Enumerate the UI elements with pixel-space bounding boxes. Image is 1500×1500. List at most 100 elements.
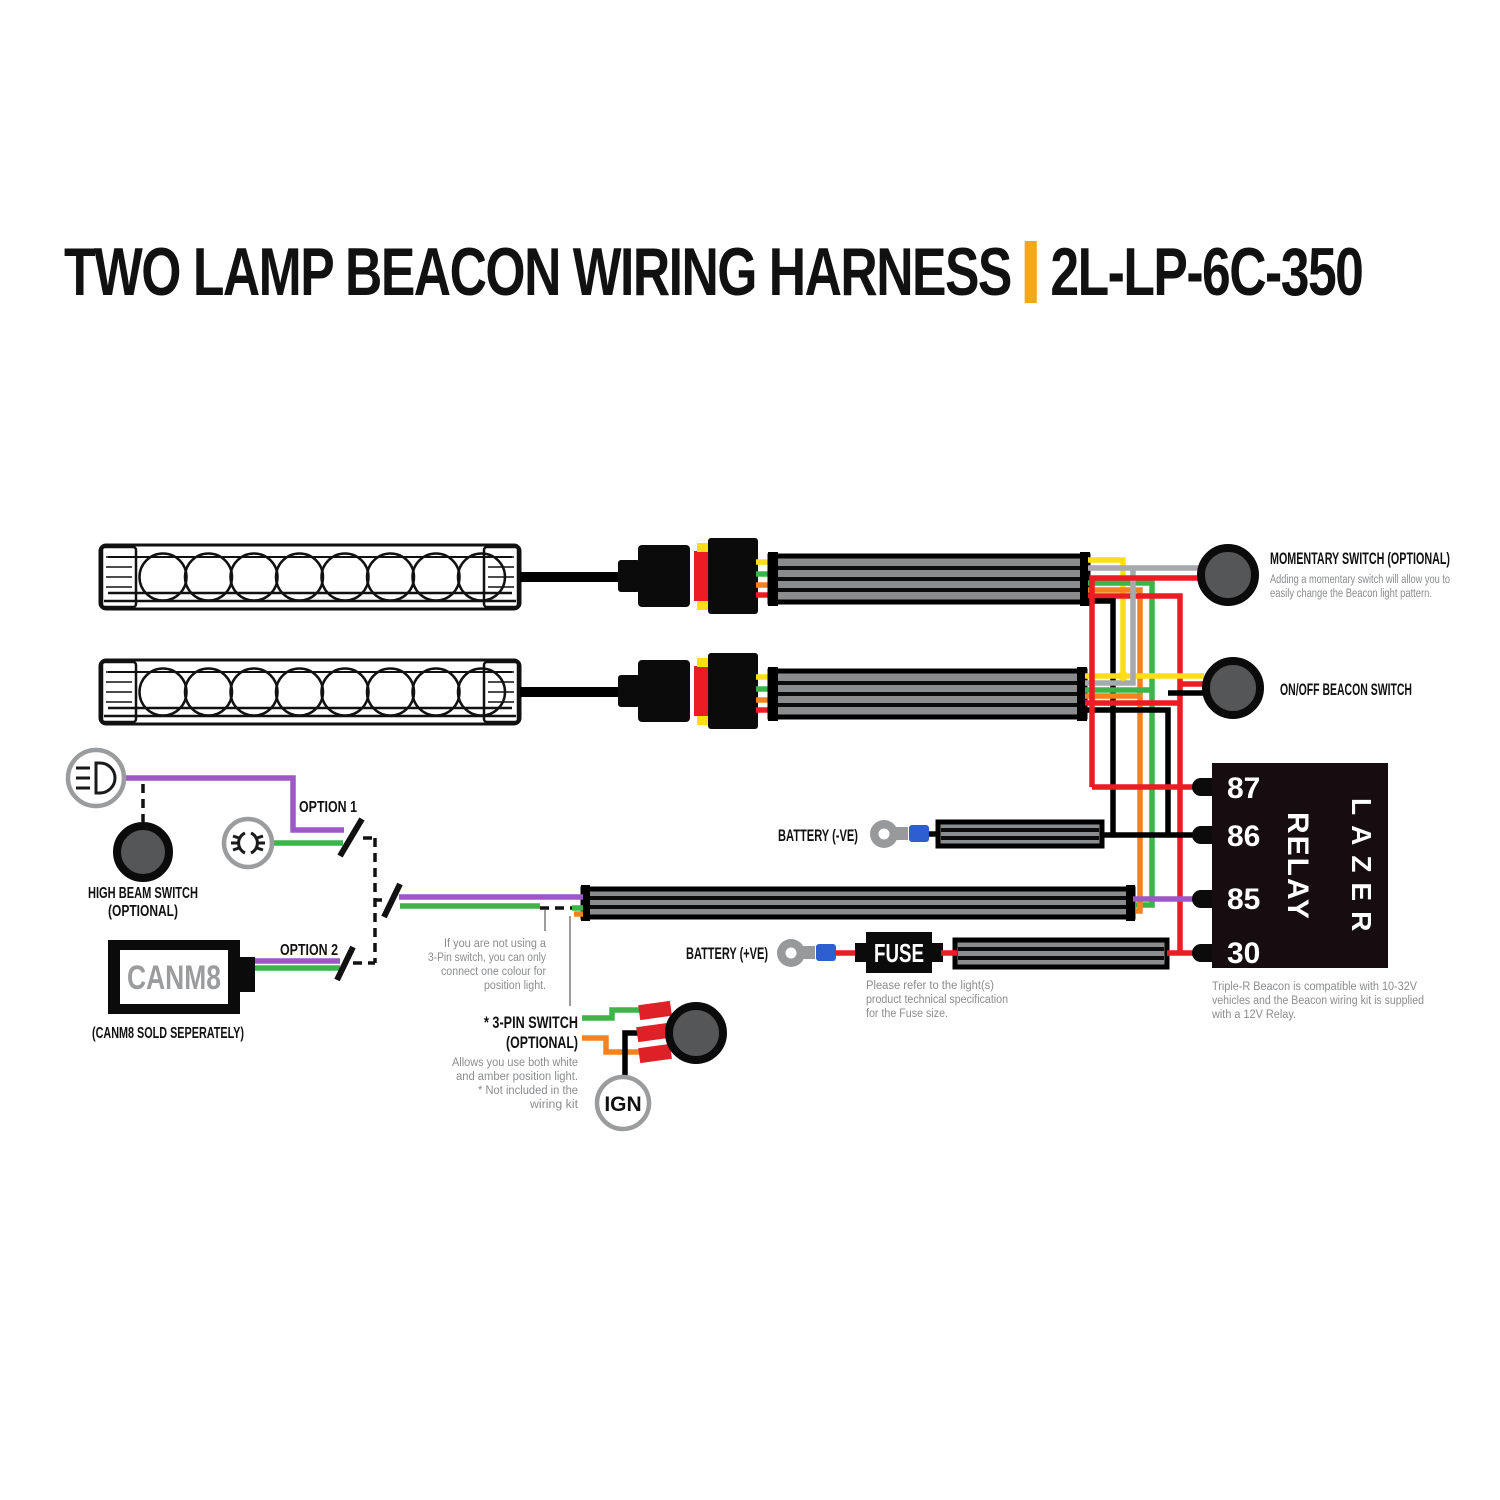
lamp-1-lenses <box>138 552 507 602</box>
canm8-note: (CANM8 SOLD SEPERATELY) <box>92 1025 244 1042</box>
battery-negative-group: BATTERY (-VE) <box>778 820 940 848</box>
terminal-tail <box>896 827 908 840</box>
canm8-label: CANM8 <box>127 959 221 997</box>
battery-positive-label: BATTERY (+VE) <box>686 944 768 963</box>
note-line: product technical specification <box>866 994 1008 1006</box>
note-line: connect one colour for <box>441 966 546 978</box>
yellow-wire-junction <box>1118 671 1128 681</box>
relay-pin-86-label: 86 <box>1227 820 1260 853</box>
note-line: wiring kit <box>529 1099 579 1111</box>
ign-label: IGN <box>604 1093 641 1116</box>
dashed-option-link <box>353 836 382 965</box>
three-pin-switch <box>665 1002 727 1064</box>
onoff-switch-group: ON/OFF BEACON SWITCH <box>1202 657 1412 719</box>
relay-pin-30-label: 30 <box>1227 937 1260 970</box>
braided-cable-battery-negative <box>935 819 1105 849</box>
note-line: Allows you use both white <box>452 1057 578 1069</box>
position-light-wires <box>124 775 583 1006</box>
option2-switch-contact <box>334 945 356 982</box>
page-title: TWO LAMP BEACON WIRING HARNESS 2L-LP-6C-… <box>64 234 1364 310</box>
note-line: Triple-R Beacon is compatible with 10-32… <box>1212 981 1417 993</box>
ignition-circle <box>594 1074 652 1132</box>
option1-switch-contact <box>337 817 365 858</box>
wire-green-lamp1 <box>1088 580 1155 908</box>
title-main: TWO LAMP BEACON WIRING HARNESS <box>64 234 1012 310</box>
canm8-box-inner <box>120 950 228 1004</box>
wire-red-momentary <box>1089 575 1204 787</box>
note-line: and amber position light. <box>456 1071 578 1083</box>
note-line: easily change the Beacon light pattern. <box>1270 588 1432 600</box>
relay-label: RELAY <box>1281 812 1314 921</box>
wire-orange-threepin <box>582 1035 641 1055</box>
battery-positive-group: BATTERY (+VE) FUSE Please refer to the l… <box>686 932 1008 1020</box>
wire-orange-lamp1 <box>1088 587 1143 914</box>
terminal-tail <box>803 946 815 959</box>
wire-yellow-lamp1 <box>1088 557 1126 676</box>
high-beam-label-2: (OPTIONAL) <box>108 903 178 920</box>
braided-cable-lamp2 <box>767 667 1088 721</box>
three-pin-label-1: * 3-PIN SWITCH <box>484 1013 578 1032</box>
title-product-code: 2L-LP-6C-350 <box>1050 234 1364 310</box>
high-beam-label-1: HIGH BEAM SWITCH <box>88 885 198 902</box>
ring-terminal-hole <box>878 828 890 840</box>
battery-negative-label: BATTERY (-VE) <box>778 826 858 845</box>
fuse-tab-right <box>930 943 943 962</box>
onoff-label: ON/OFF BEACON SWITCH <box>1280 680 1412 699</box>
braided-cable-lamp1 <box>767 552 1091 606</box>
crimp-blue-positive <box>816 944 836 961</box>
wire-black-lamp2 <box>1085 707 1171 835</box>
spade-terminal-3 <box>638 1043 672 1064</box>
position-light-icon <box>221 816 275 870</box>
note-line: for the Fuse size. <box>866 1008 948 1020</box>
braided-cable-position-light <box>580 885 1136 921</box>
spade-terminal-1 <box>638 1000 672 1021</box>
relay-box <box>1212 763 1388 968</box>
momentary-switch <box>1197 544 1259 606</box>
option2-label: OPTION 2 <box>280 942 338 959</box>
relay-group: 87 86 85 30 RELAY LAZER Triple-R Beacon … <box>1192 763 1424 1021</box>
wire-black-ign <box>622 1030 641 1077</box>
lazer-brand-logo: LAZER <box>1346 798 1377 941</box>
harness-wires <box>1085 557 1204 956</box>
lamp-2-connector <box>618 653 772 729</box>
wire-purple-highbeam <box>124 775 344 833</box>
note-line: vehicles and the Beacon wiring kit is su… <box>1212 995 1424 1007</box>
high-beam-icon-glyph <box>76 761 117 795</box>
lamp-2-lenses <box>138 667 507 717</box>
note-line: Adding a momentary switch will allow you… <box>1270 574 1450 586</box>
onoff-beacon-switch <box>1202 657 1264 719</box>
fuse-label: FUSE <box>874 938 924 968</box>
high-beam-switch <box>113 822 173 882</box>
high-beam-group: HIGH BEAM SWITCH (OPTIONAL) <box>65 747 198 920</box>
note-line: * Not included in the <box>478 1085 578 1097</box>
relay-pin-87-label: 87 <box>1227 772 1260 805</box>
main-switch-contact <box>381 882 403 919</box>
no-three-pin-note: If you are not using a 3-Pin switch, you… <box>428 938 547 992</box>
momentary-switch-group: MOMENTARY SWITCH (OPTIONAL) Adding a mom… <box>1197 544 1450 606</box>
fuse-box <box>866 932 932 973</box>
three-pin-label-2: (OPTIONAL) <box>506 1033 578 1052</box>
note-line: position light. <box>484 980 546 992</box>
note-line: with a 12V Relay. <box>1211 1009 1296 1021</box>
note-line: 3-Pin switch, you can only <box>428 952 546 964</box>
lamp-2 <box>98 658 622 726</box>
canm8-connector <box>238 957 255 992</box>
wire-green-threepin <box>582 1007 641 1021</box>
crimp-blue-negative <box>909 825 929 842</box>
three-pin-switch-group: IGN <box>582 1000 727 1132</box>
ring-terminal-hole <box>785 947 797 959</box>
braided-cable-fuse <box>952 937 1170 970</box>
spade-terminal-2 <box>636 1022 670 1043</box>
option1-label: OPTION 1 <box>299 799 357 816</box>
note-line: If you are not using a <box>444 938 547 950</box>
momentary-label: MOMENTARY SWITCH (OPTIONAL) <box>1270 549 1450 568</box>
position-light-icon-glyph <box>231 831 265 855</box>
three-pin-switch-labels: * 3-PIN SWITCH (OPTIONAL) Allows you use… <box>452 1013 579 1111</box>
canm8-group: CANM8 (CANM8 SOLD SEPERATELY) <box>92 940 255 1042</box>
position-light-group <box>221 816 275 870</box>
lamp-1-connector <box>618 538 772 614</box>
wire-black-lamp1 <box>1088 598 1116 835</box>
relay-pin-85-label: 85 <box>1227 883 1260 916</box>
fuse-tab-left <box>855 943 868 962</box>
